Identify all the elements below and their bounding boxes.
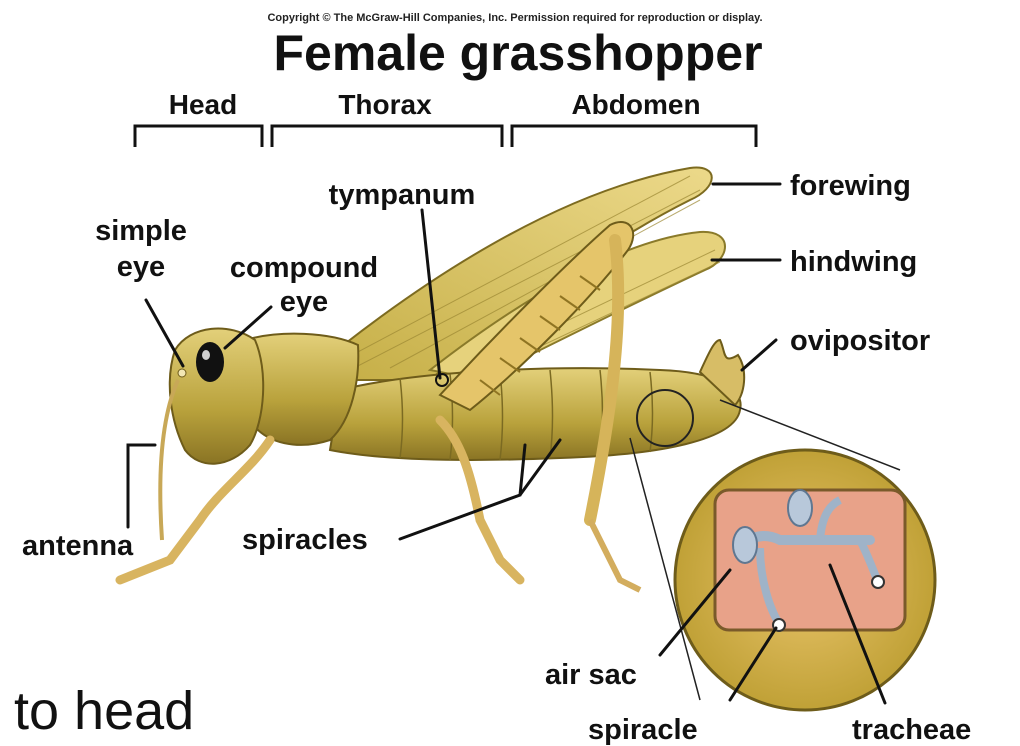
simple-eye-shape (178, 369, 186, 377)
copyright-notice: Copyright © The McGraw-Hill Companies, I… (267, 12, 762, 24)
label-simple-eye-line1: simple (95, 215, 187, 247)
label-air-sac: air sac (545, 659, 637, 691)
front-leg-shape (120, 440, 270, 580)
bracket-head (135, 126, 262, 147)
page-title: Female grasshopper (273, 25, 762, 81)
section-label-head: Head (169, 89, 237, 120)
label-hindwing: hindwing (790, 246, 917, 278)
compound-eye-shape (196, 342, 224, 382)
leader-ovipositor (742, 340, 776, 370)
label-ovipositor: ovipositor (790, 325, 930, 357)
abdomen-shape (330, 368, 741, 460)
label-simple-eye-line2: eye (117, 251, 165, 283)
label-tracheae: tracheae (852, 714, 971, 746)
label-compound-eye-line1: compound (230, 252, 378, 284)
label-antenna: antenna (22, 530, 134, 562)
label-spiracles: spiracles (242, 524, 368, 556)
section-label-thorax: Thorax (338, 89, 432, 120)
bracket-abdomen (512, 126, 756, 147)
leader-simple-eye (146, 300, 183, 366)
label-spiracle: spiracle (588, 714, 698, 746)
caption-to-head: to head (14, 684, 194, 738)
label-tympanum: tympanum (329, 179, 476, 211)
bracket-thorax (272, 126, 502, 147)
leader-antenna (128, 445, 155, 527)
label-compound-eye-line2: eye (280, 286, 328, 318)
label-forewing: forewing (790, 170, 911, 202)
section-label-abdomen: Abdomen (571, 89, 700, 120)
